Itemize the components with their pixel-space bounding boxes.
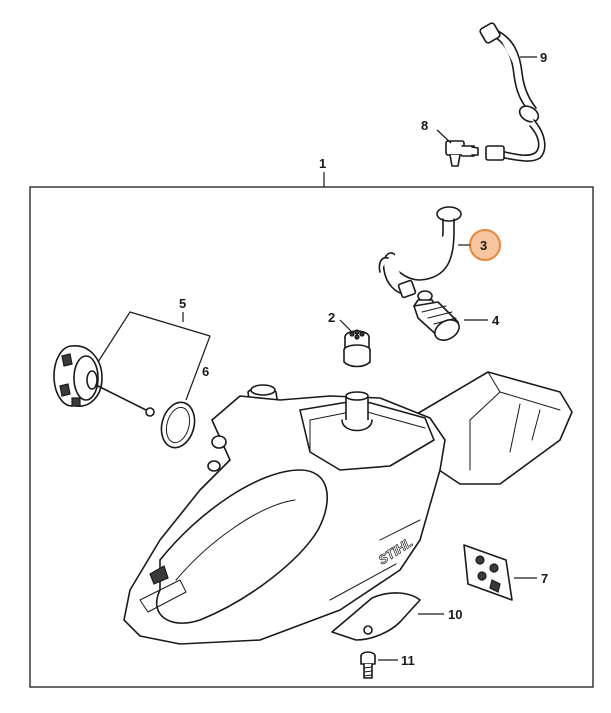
part-9-fuel-hose[interactable]	[479, 22, 546, 162]
label-part-7[interactable]: 7	[541, 571, 548, 586]
part-7-warning-label[interactable]	[463, 544, 513, 601]
part-8-fitting[interactable]	[445, 140, 479, 167]
part-1-tank-housing[interactable]	[123, 371, 573, 645]
label-part-8[interactable]: 8	[421, 118, 428, 133]
leader-part-8	[436, 129, 452, 144]
label-part-5[interactable]: 5	[179, 296, 186, 311]
part-10-cover-plate[interactable]	[331, 592, 421, 641]
part-3-pickup-hose[interactable]	[378, 206, 462, 299]
leader-part-2	[339, 319, 352, 332]
label-part-11[interactable]: 11	[401, 653, 415, 668]
label-part-3[interactable]: 3	[480, 238, 487, 253]
label-part-4[interactable]: 4	[492, 313, 500, 328]
label-part-9[interactable]: 9	[540, 50, 547, 65]
label-part-6[interactable]: 6	[202, 364, 209, 379]
label-part-1[interactable]: 1	[319, 156, 326, 171]
label-part-2[interactable]: 2	[328, 310, 335, 325]
part-4-fuel-filter[interactable]	[413, 290, 463, 344]
leader-part-6	[185, 335, 211, 401]
part-6-o-ring[interactable]	[157, 399, 200, 452]
assembly-frame	[29, 186, 594, 688]
part-11-screw[interactable]	[360, 651, 376, 679]
part-2-valve[interactable]	[343, 329, 371, 368]
part-5-fuel-cap[interactable]	[53, 345, 155, 417]
leader-part-5	[97, 311, 211, 363]
label-part-10[interactable]: 10	[448, 607, 462, 622]
